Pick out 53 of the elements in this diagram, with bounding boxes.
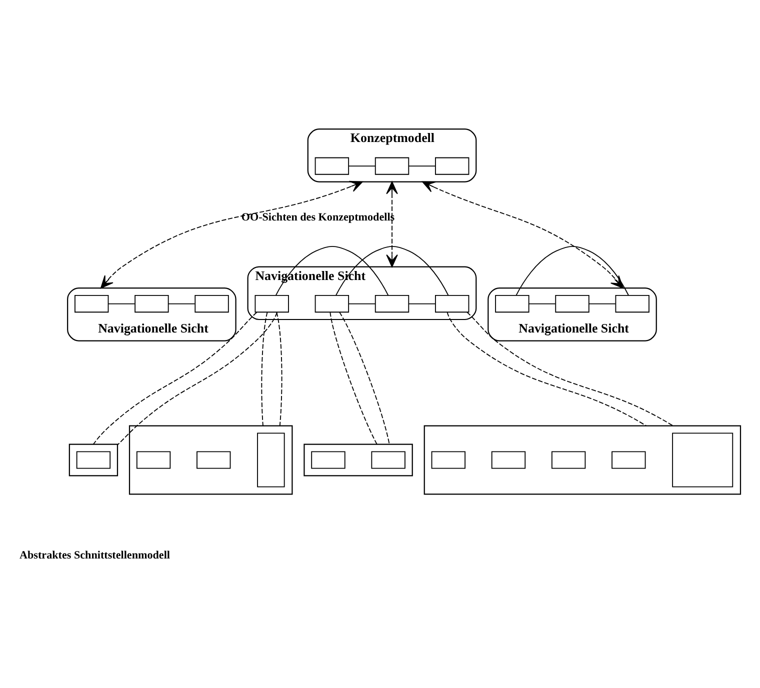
node-box [371,451,406,469]
cluster [424,425,742,495]
cluster [304,444,413,476]
node-box [196,451,231,469]
node-box [435,157,470,175]
connector [348,303,376,304]
node-box [672,432,734,488]
node-box [551,451,586,469]
connector [588,303,616,304]
cluster [128,425,293,495]
cluster: Navigationelle Sicht [488,288,657,342]
connector [348,166,376,167]
node-box [136,451,171,469]
connector [408,166,436,167]
node-box [76,451,111,469]
connector [338,312,390,445]
node-box [435,295,470,313]
connector [335,246,449,296]
arrow [386,181,398,268]
node-box [311,451,346,469]
connector [446,312,647,426]
node-box [194,295,229,313]
node-box [74,295,109,313]
cluster: Konzeptmodell [307,128,477,182]
connector [528,303,556,304]
cluster: Navigationelle Sicht [67,288,236,342]
connector [117,312,278,446]
node-box [314,295,350,313]
connector [466,312,674,426]
node-box [555,295,590,313]
node-box [495,295,530,313]
connector [92,312,258,445]
node-box [314,157,350,175]
cluster [68,444,118,476]
node-box [431,451,466,469]
node-box [491,451,526,469]
node-box [257,432,285,488]
edge-label: OO-Sichten des Konzeptmodells [241,211,395,224]
node-box [254,295,289,313]
connector [168,303,196,304]
node-box [615,295,650,313]
connector [330,312,378,445]
connector [108,303,136,304]
label: Abstraktes Schnittstellenmodell [20,550,170,562]
connector [408,303,436,304]
connector [261,312,268,426]
node-box [374,157,410,175]
arrow [100,180,363,289]
node-box [134,295,169,313]
node-box [374,295,410,313]
connector [516,246,629,296]
node-box [612,451,646,469]
connector [276,312,282,426]
